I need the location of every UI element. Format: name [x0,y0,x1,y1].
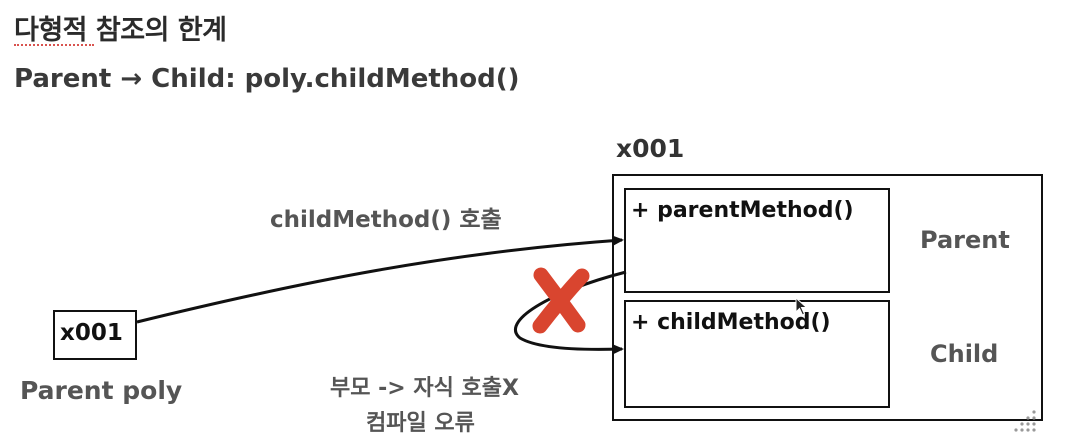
resize-grip-icon[interactable] [1004,404,1040,440]
page-subtitle: Parent → Child: poly.childMethod() [14,64,520,94]
mouse-cursor-icon [795,297,808,316]
parent-method-label: + parentMethod() [631,198,854,223]
variable-label: Parent poly [20,376,183,405]
instance-address-label: x001 [616,134,685,163]
instance-box [612,174,1043,421]
title-underline [14,44,94,46]
error-message-line1: 부모 -> 자식 호출X [330,376,519,401]
variable-box [53,310,137,360]
child-section-box [624,300,890,408]
child-class-label: Child [930,340,999,368]
call-arrow [136,235,624,324]
page-title: 다형적 참조의 한계 [14,15,227,46]
child-method-label: + childMethod() [631,310,831,335]
parent-section-box [624,188,890,293]
cross-mark-icon [532,267,590,334]
error-message-line2: 컴파일 오류 [366,411,475,436]
call-arrow-label: childMethod() 호출 [270,207,502,233]
parent-class-label: Parent [920,226,1010,254]
variable-value: x001 [60,320,123,346]
